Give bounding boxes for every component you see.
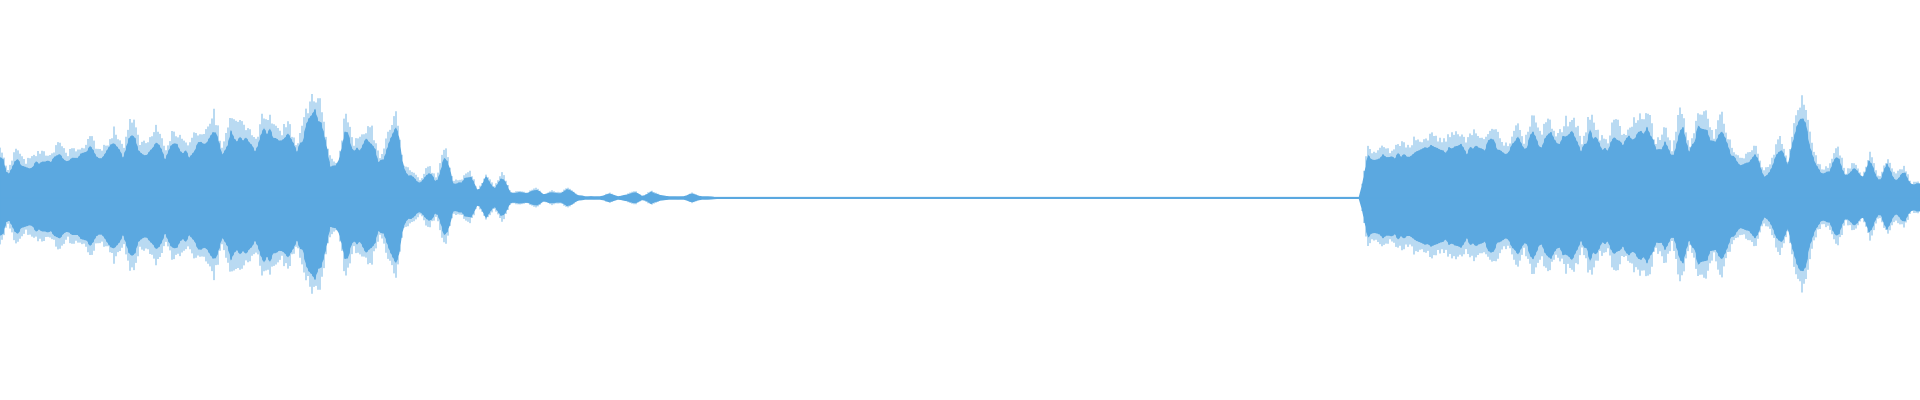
waveform-spikes: [0, 94, 1919, 294]
